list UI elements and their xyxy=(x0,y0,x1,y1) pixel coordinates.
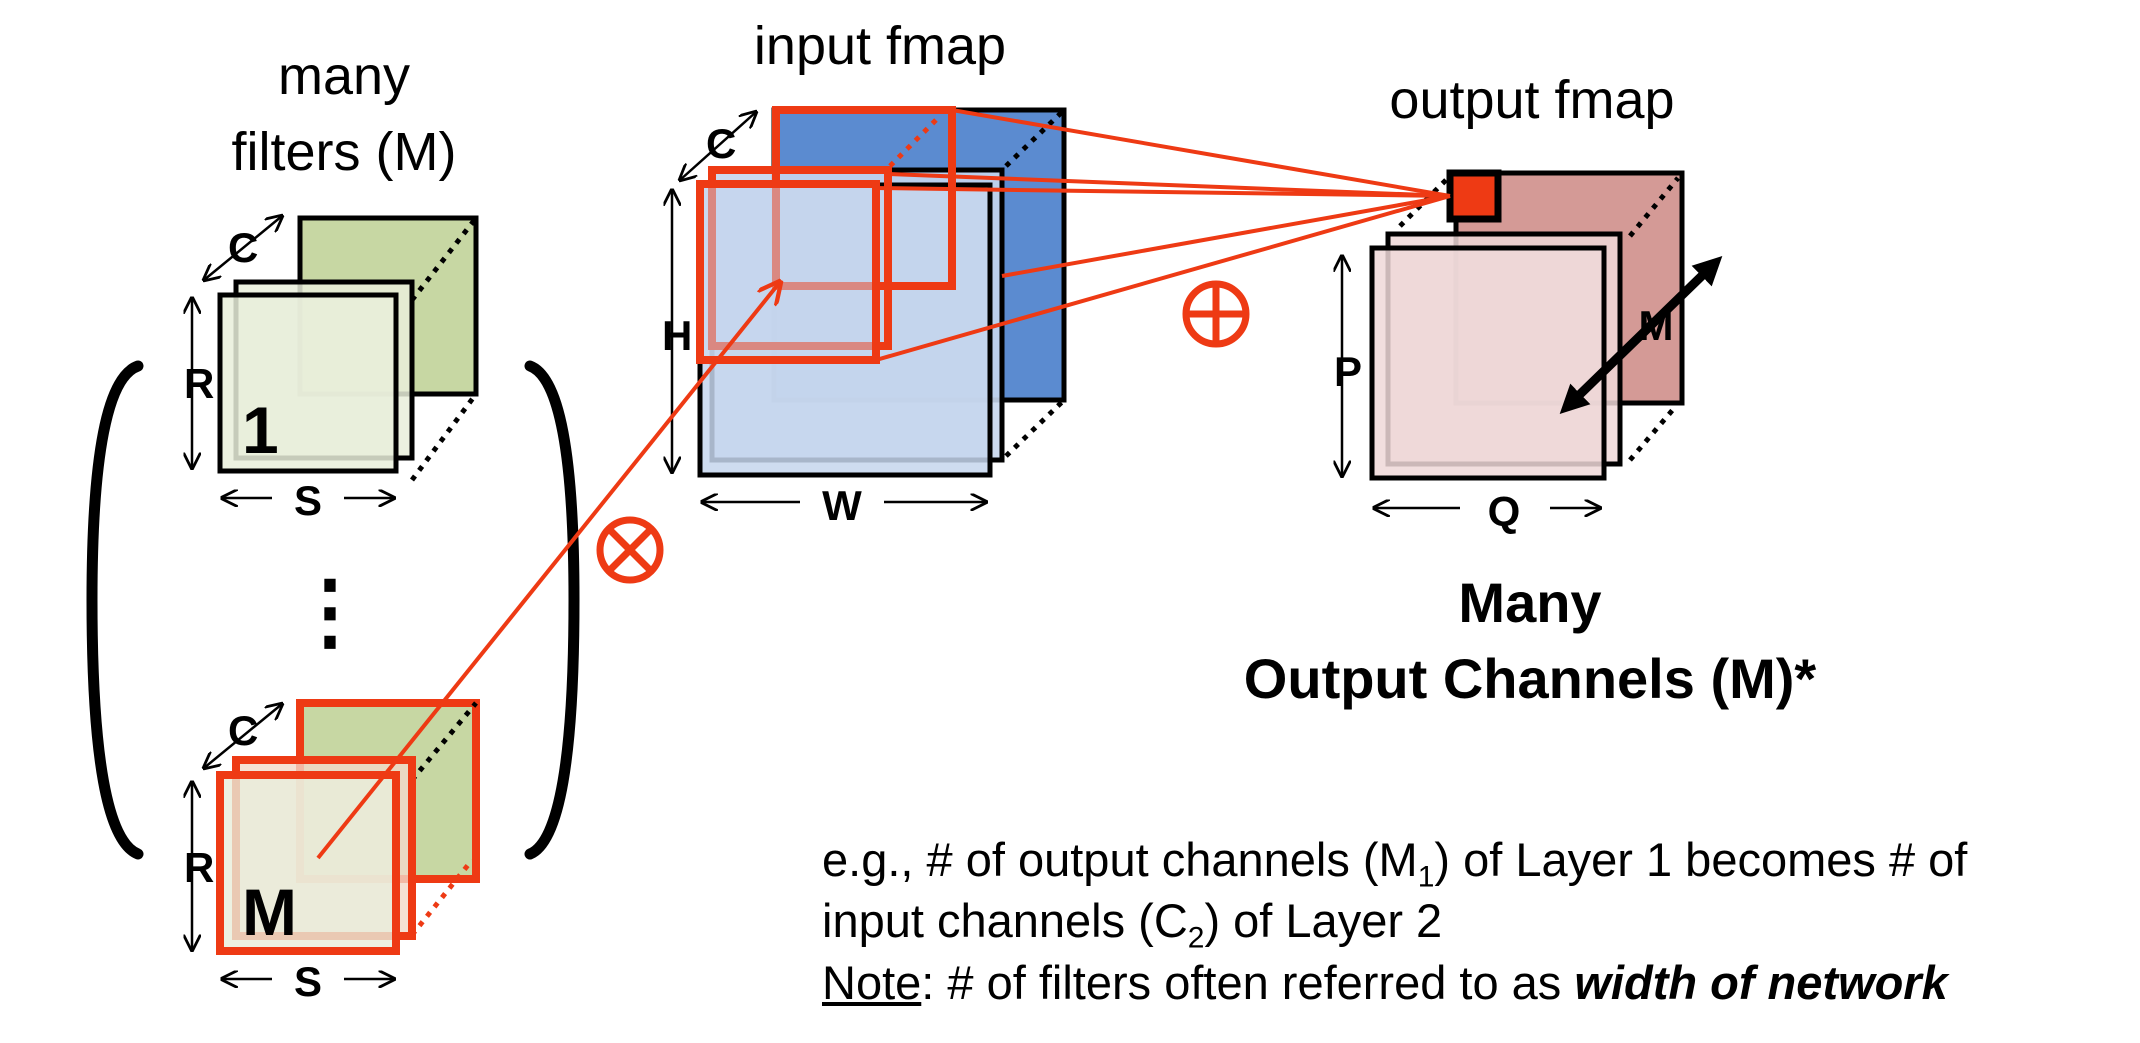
filters-ellipsis: ⋮ xyxy=(288,564,372,658)
note-line-1: e.g., # of output channels (M1) of Layer… xyxy=(822,832,1967,894)
filter-1-dim-s: S xyxy=(294,477,322,524)
filter-1-front xyxy=(217,292,399,474)
output-dim-p: P xyxy=(1334,348,1362,395)
note-line-2-subscript: 2 xyxy=(1187,921,1205,955)
connector-lines xyxy=(316,108,1451,860)
multiply-operator xyxy=(596,516,664,584)
output-caption-line2: Output Channels (M)* xyxy=(1244,647,1817,710)
output-fmap-stack: P Q M xyxy=(1334,169,1723,535)
input-c-arrow xyxy=(680,112,756,180)
right-bracket xyxy=(524,360,580,860)
filter-m-depth-dots xyxy=(410,858,474,937)
accumulate-operator xyxy=(1182,280,1250,348)
filter-m-dim-c: C xyxy=(228,707,258,754)
input-dim-h: H xyxy=(662,312,692,359)
note-line-2: input channels (C2) of Layer 2 xyxy=(822,893,1442,955)
output-m-arrow xyxy=(1559,255,1723,415)
output-depth-dots-bottom xyxy=(1628,404,1678,462)
left-bracket xyxy=(86,360,144,860)
connector-back-bottom xyxy=(1001,194,1451,278)
note-label: Note xyxy=(822,956,922,1009)
note-line-1-text-a: e.g., # of output channels (M xyxy=(822,833,1418,886)
note-line-1-text-b: ) of Layer 1 becomes # of xyxy=(1434,833,1968,886)
note-line-2-text-b: ) of Layer 2 xyxy=(1204,894,1443,947)
input-fmap-stack: C H W xyxy=(662,106,1067,529)
filters-title-line1: many xyxy=(278,46,410,106)
filter-1-index: 1 xyxy=(242,393,279,467)
connector-front-top xyxy=(875,186,1451,198)
output-front xyxy=(1369,245,1607,481)
filter-1-depth-dots xyxy=(409,392,479,482)
filters-title-line2: filters (M) xyxy=(232,122,457,182)
filter-m-dim-s: S xyxy=(294,958,322,1005)
filter-to-input-arrow xyxy=(316,282,780,860)
output-dim-q: Q xyxy=(1488,488,1521,535)
filter-m-stack: M C R S xyxy=(184,699,480,1005)
note-line-1-subscript: 1 xyxy=(1417,860,1435,894)
output-element xyxy=(1446,169,1502,223)
filter-1-c-arrow xyxy=(204,216,282,280)
note-line-3: Note: # of filters often referred to as … xyxy=(822,955,1948,1010)
output-title: output fmap xyxy=(1389,70,1674,130)
connector-back-top xyxy=(951,108,1451,198)
output-caption-line1: Many xyxy=(1458,571,1601,634)
output-dim-m: M xyxy=(1639,302,1674,349)
input-title: input fmap xyxy=(754,16,1006,76)
filter-m-c-arrow xyxy=(204,704,282,768)
filter-m-dim-r: R xyxy=(184,844,214,891)
filter-1-stack: 1 C R S xyxy=(184,216,479,524)
note-emphasis: width of network xyxy=(1574,956,1948,1009)
connector-mid-top xyxy=(887,172,1451,198)
input-depth-dots-bottom xyxy=(1004,400,1064,458)
input-dim-w: W xyxy=(822,482,862,529)
filter-m-front xyxy=(216,771,400,955)
filter-m-index: M xyxy=(242,875,297,949)
note-line-2-text-a: input channels (C xyxy=(822,894,1188,947)
connector-front-bottom xyxy=(875,194,1451,362)
input-window-front xyxy=(696,180,880,364)
input-depth-dots-top xyxy=(1004,110,1064,168)
filter-1-dim-r: R xyxy=(184,360,214,407)
note-line-3-text: : # of filters often referred to as xyxy=(921,956,1575,1009)
